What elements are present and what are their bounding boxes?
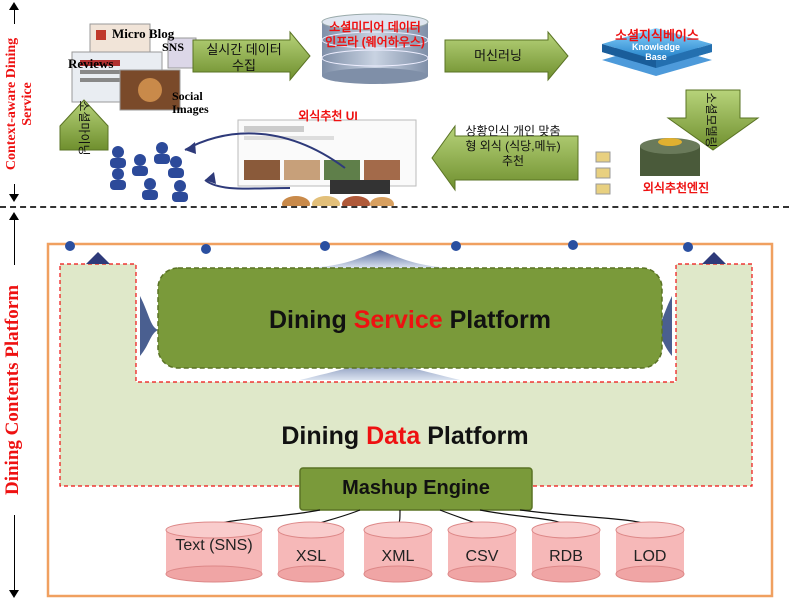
recommend-label: 상황인식 개인 맞춤형 외식 (식당,메뉴) 추천: [465, 124, 561, 168]
service-platform-box: [157, 267, 663, 369]
micro-blog-label: Micro Blog: [112, 26, 175, 41]
service-title-highlight: Service: [353, 306, 443, 334]
db-label: 소셜미디어 데이터인프라 (웨어하우스): [325, 20, 425, 49]
top-section-graphics: [59, 13, 760, 206]
arrow-social-mining: [59, 99, 109, 151]
connector-dot-3: [320, 241, 330, 251]
platform-graphics: [46, 240, 774, 598]
source-csv: CSV: [465, 548, 499, 565]
side-arrow-bottom-head: [9, 212, 19, 220]
side-arrow-top-tail: [9, 194, 19, 202]
recommendation-engine: [595, 138, 700, 195]
kb-inner-label: Knowledge Base: [631, 42, 680, 62]
source-xml: XML: [381, 548, 415, 565]
connector-dot-1: [65, 241, 75, 251]
connector-dot-2: [201, 244, 211, 254]
service-title-suffix: Platform: [442, 306, 552, 334]
data-platform-shape: [59, 263, 753, 487]
arrow-recommend: [431, 124, 579, 192]
knowledge-base: [602, 28, 712, 76]
source-lod: LOD: [633, 548, 667, 565]
data-title-highlight: Data: [366, 422, 421, 450]
source-xsl: XSL: [295, 548, 327, 565]
section-divider: [0, 206, 789, 208]
connector-dot-4: [451, 241, 461, 251]
food-images: [282, 196, 394, 206]
platform-border: [46, 242, 774, 598]
service-platform-title: Dining Service Platform: [158, 306, 662, 335]
source-rdb: RDB: [549, 548, 583, 565]
cylinder-csv: [447, 521, 517, 583]
data-title-suffix: Platform: [420, 422, 529, 450]
kb-title: 소셜지식베이스: [615, 28, 699, 43]
cylinder-rdb: [531, 521, 601, 583]
side-arrow-bottom-tail: [9, 590, 19, 598]
ui-label: 외식추천 UI: [298, 109, 358, 123]
mashup-engine-box: [299, 467, 533, 511]
engine-label: 외식추천엔진: [642, 181, 710, 195]
sns-label: SNS: [162, 40, 185, 54]
social-modeling-label: 소셜모델링: [704, 92, 718, 148]
side-arrow-top-head: [9, 2, 19, 10]
source-text-sns: Text (SNS): [175, 537, 253, 554]
cylinder-xsl: [277, 521, 345, 583]
ui-screenshot: [237, 119, 417, 194]
cylinder-xml: [363, 521, 433, 583]
social-mining-label: 소셜마이닝: [77, 100, 91, 156]
users-cluster: [110, 142, 188, 202]
realtime-collect-label: 실시간 데이터 수집: [206, 42, 282, 73]
cylinder-text-sns: [165, 521, 263, 583]
data-platform-title: Dining Data Platform: [160, 422, 650, 451]
arrow-ml: [444, 30, 569, 82]
arrow-realtime: [192, 30, 311, 82]
connector-dot-6: [683, 242, 693, 252]
connector-dot-5: [568, 240, 578, 250]
reviews-label: Reviews: [68, 56, 114, 71]
cylinder-lod: [615, 521, 685, 583]
mashup-engine-label: Mashup Engine: [342, 477, 490, 499]
db-cylinder: [321, 13, 429, 84]
arrow-social-model: [666, 89, 760, 151]
service-title-prefix: Dining: [268, 306, 354, 334]
data-title-prefix: Dining: [281, 422, 367, 450]
social-images-label: Social Images: [172, 89, 209, 116]
ml-label: 머신러닝: [474, 48, 522, 63]
